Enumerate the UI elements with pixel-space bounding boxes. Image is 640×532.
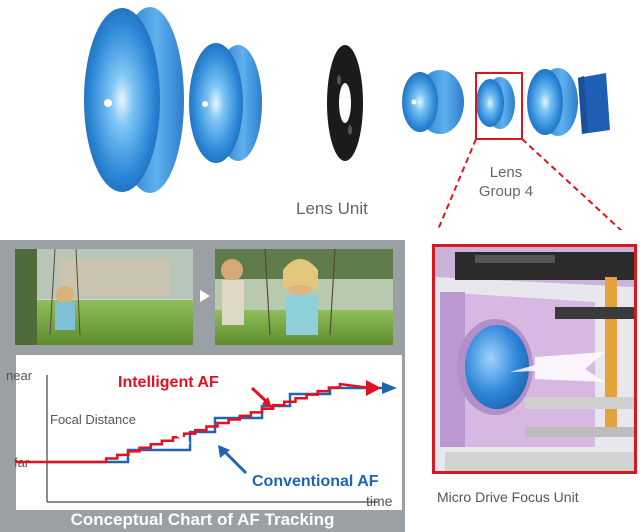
photo-swing-near [215, 248, 393, 345]
series-intelligent-af [16, 382, 371, 464]
lens-group-label-line1: Lens [489, 164, 523, 181]
af-tracking-panel: near far time Intelligent AF Conventiona… [0, 240, 405, 532]
af-tracking-chart: near far time Intelligent AF Conventiona… [6, 248, 402, 510]
lens-element-2 [189, 43, 262, 163]
lens-unit-diagram [0, 7, 623, 230]
lens-group-3 [402, 70, 464, 134]
annotation-focal-distance: Focal Distance [50, 412, 136, 427]
photo-swing-far [15, 248, 193, 345]
micro-drive-illustration [435, 247, 634, 471]
micro-drive-focus-unit-inset [432, 244, 637, 474]
y-label-near: near [6, 368, 33, 383]
lens-group-4-highlight [475, 72, 523, 140]
conventional-af-pointer [223, 450, 248, 475]
chart-title: Conceptual Chart of AF Tracking [70, 510, 335, 529]
zoom-line-right [521, 138, 623, 230]
zoom-line-left [436, 138, 477, 230]
legend-conventional-af: Conventional AF [252, 473, 379, 490]
legend-intelligent-af: Intelligent AF [118, 374, 219, 391]
movement-arrow [510, 352, 605, 382]
conventional-af-arrowhead [382, 382, 397, 394]
lens-unit-label: Lens Unit [296, 199, 368, 218]
lens-group-label-line2: Group 4 [478, 183, 534, 200]
lens-group-4 [476, 77, 515, 129]
micro-drive-caption: Micro Drive Focus Unit [437, 489, 579, 505]
x-label-time: time [366, 493, 393, 509]
aperture-diaphragm [327, 45, 363, 161]
lens-group-label: Lens Group 4 [466, 163, 546, 201]
image-sensor [578, 73, 610, 134]
focal-distance-pointer [167, 426, 186, 442]
intelligent-af-arrowhead [366, 380, 381, 396]
front-lens-element [84, 7, 184, 193]
lens-group-5 [527, 68, 578, 136]
photo-arrow [200, 290, 210, 302]
